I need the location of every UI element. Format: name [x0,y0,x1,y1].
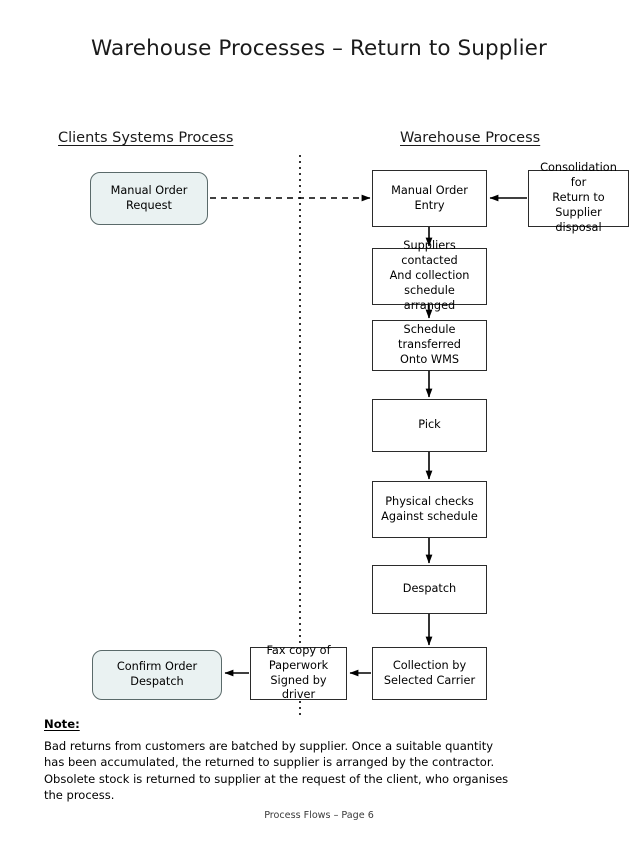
node-label: Pick [418,418,441,432]
node-manual-order-entry[interactable]: Manual Order Entry [372,170,487,227]
node-label: Despatch [402,582,457,596]
node-pick[interactable]: Pick [372,399,487,452]
note-body: Bad returns from customers are batched b… [44,739,509,802]
node-label: Manual Order Entry [391,183,468,212]
column-header-clients: Clients Systems Process [58,130,234,146]
column-header-warehouse: Warehouse Process [400,130,541,146]
node-despatch[interactable]: Despatch [372,565,487,614]
page-footer: Process Flows – Page 6 [264,810,374,821]
page-title: Warehouse Processes – Return to Supplier [91,36,547,61]
note-heading: Note: [44,717,80,731]
